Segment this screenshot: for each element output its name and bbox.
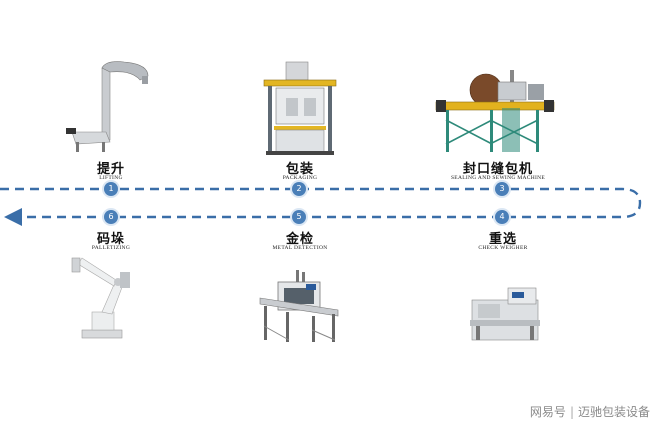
watermark-source: 网易号 (529, 405, 566, 419)
packaging-machine-icon (263, 61, 337, 155)
step-6-subtitle: PALLETIZING (91, 245, 131, 251)
sewing-conveyor-icon (435, 70, 555, 152)
step-3-subtitle: SEALING AND SEWING MACHINE (450, 175, 546, 181)
step-1-node: 1 (104, 182, 118, 196)
watermark-brand: 迈驰包装设备 (577, 405, 650, 419)
step-5-subtitle: METAL DETECTION (272, 245, 328, 251)
step-2-title: 包装 (285, 162, 314, 177)
flow-arrow-head-icon (4, 208, 22, 226)
step-6-title: 码垛 (96, 232, 125, 247)
metal-detector-icon (259, 270, 339, 342)
step-5-node: 5 (292, 210, 306, 224)
step-2-node: 2 (292, 182, 306, 196)
step-4-node: 4 (495, 210, 509, 224)
watermark-separator: | (569, 404, 574, 419)
check-weigher-icon (470, 287, 540, 341)
step-4-subtitle: CHECK WEIGHER (478, 245, 528, 251)
bucket-elevator-icon (66, 61, 149, 152)
step-2-subtitle: PACKAGING (282, 175, 318, 181)
step-4-title: 重选 (488, 232, 517, 247)
step-1-title: 提升 (96, 162, 125, 177)
step-1-subtitle: LIFTING (99, 175, 123, 181)
step-6-node: 6 (104, 210, 118, 224)
watermark: 网易号 | 迈驰包装设备 (530, 403, 650, 420)
step-3-node: 3 (495, 182, 509, 196)
robot-arm-icon (71, 257, 130, 339)
step-5-title: 金检 (285, 232, 314, 247)
step-3-title: 封口缝包机 (462, 162, 533, 177)
